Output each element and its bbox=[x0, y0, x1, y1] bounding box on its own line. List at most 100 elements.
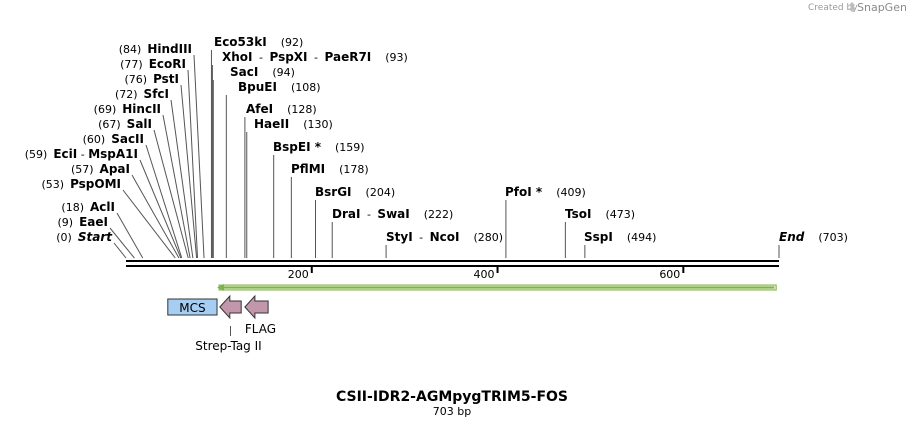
enzyme-site[interactable]: (57) ApaI bbox=[71, 162, 180, 259]
enzyme-name: - bbox=[77, 148, 88, 161]
enzyme-name: HindIII bbox=[147, 42, 192, 56]
enzyme-site[interactable]: (77)EcoRI bbox=[120, 57, 199, 259]
enzyme-site[interactable]: (60)SacII bbox=[83, 132, 183, 259]
enzyme-site[interactable]: End(703) bbox=[778, 230, 848, 258]
flag-feature[interactable] bbox=[244, 294, 269, 320]
enzyme-site[interactable]: DraI - SwaI(222) bbox=[331, 207, 453, 258]
enzyme-site[interactable]: (67)SalI bbox=[98, 117, 189, 259]
site-connector bbox=[187, 69, 199, 259]
enzyme-name: StyI bbox=[386, 230, 413, 244]
site-connector bbox=[162, 114, 191, 259]
enzyme-site[interactable]: (72)SfcI bbox=[115, 87, 194, 259]
enzyme-site-label: (60)SacII bbox=[83, 132, 144, 146]
site-position: (92) bbox=[281, 36, 304, 49]
map-title: CSII-IDR2-AGMpygTRIM5-FOS bbox=[336, 389, 568, 405]
enzyme-name: PspOMI bbox=[70, 177, 121, 191]
site-position: (108) bbox=[291, 81, 321, 94]
map-length: 703 bp bbox=[433, 405, 471, 418]
enzyme-name: PflMI bbox=[291, 162, 325, 176]
site-connector bbox=[170, 99, 194, 259]
enzyme-name: End bbox=[779, 230, 805, 244]
site-connector bbox=[109, 227, 135, 259]
enzyme-site[interactable]: BpuEI (108) bbox=[225, 80, 321, 258]
enzyme-site-label: BsrGI(204) bbox=[315, 185, 395, 199]
site-connector bbox=[139, 159, 182, 259]
enzyme-site[interactable]: HaeII(130) bbox=[246, 117, 333, 258]
enzyme-name: - bbox=[311, 51, 322, 64]
enzyme-name: - bbox=[256, 51, 267, 64]
enzyme-name: EciI bbox=[53, 147, 77, 161]
site-position: (53) bbox=[41, 178, 64, 191]
site-connector bbox=[145, 144, 183, 259]
site-position: (69) bbox=[94, 103, 117, 116]
enzyme-site[interactable]: AfeI(128) bbox=[244, 102, 317, 258]
flag-label: FLAG bbox=[245, 322, 276, 336]
tick-label: 600 bbox=[659, 268, 680, 281]
enzyme-name: PspXI bbox=[269, 50, 307, 64]
site-connector bbox=[180, 84, 198, 259]
enzyme-name: HaeII bbox=[254, 117, 289, 131]
enzyme-site-label: PfoI *(409) bbox=[505, 185, 586, 199]
enzyme-site[interactable]: StyI - NcoI(280) bbox=[385, 230, 503, 258]
site-position: (57) bbox=[71, 163, 94, 176]
site-position: (494) bbox=[627, 231, 657, 244]
enzyme-site[interactable]: (69)HincII bbox=[94, 102, 191, 259]
enzyme-site[interactable]: (53) PspOMI bbox=[41, 177, 176, 259]
enzyme-site[interactable]: (84) HindIII bbox=[119, 42, 205, 259]
credit-prefix: Created by bbox=[808, 3, 858, 13]
enzyme-name: ApaI bbox=[100, 162, 130, 176]
enzyme-name: BpuEI bbox=[238, 80, 277, 94]
enzyme-site[interactable]: Eco53kI (92) bbox=[210, 35, 303, 258]
enzyme-site-label: XhoI - PspXI - PaeR7I(93) bbox=[222, 50, 408, 64]
site-connector bbox=[122, 189, 176, 259]
enzyme-site-label: BspEI *(159) bbox=[273, 140, 365, 154]
site-connector bbox=[153, 129, 189, 259]
enzyme-name: SspI bbox=[584, 230, 613, 244]
enzyme-site[interactable]: (18)AclI bbox=[61, 200, 144, 259]
site-position: (60) bbox=[83, 133, 106, 146]
site-position: (18) bbox=[61, 201, 84, 214]
enzyme-site[interactable]: SspI (494) bbox=[584, 230, 656, 258]
site-position: (204) bbox=[366, 186, 396, 199]
strep-tag-feature[interactable] bbox=[219, 294, 242, 320]
enzyme-site[interactable]: PfoI *(409) bbox=[505, 185, 586, 258]
enzyme-site[interactable]: (59)EciI - MspA1I bbox=[25, 147, 182, 259]
enzyme-site-label: SacI(94) bbox=[230, 65, 295, 79]
enzyme-name: SfcI bbox=[144, 87, 169, 101]
enzyme-site[interactable]: (9)EaeI bbox=[58, 215, 135, 259]
enzyme-site[interactable]: TsoI (473) bbox=[564, 207, 635, 258]
enzyme-site[interactable]: PflMI(178) bbox=[290, 162, 369, 258]
enzyme-name: MspA1I bbox=[88, 147, 138, 161]
enzyme-site[interactable]: BsrGI(204) bbox=[314, 185, 395, 258]
site-position: (84) bbox=[119, 43, 142, 56]
site-connector bbox=[113, 242, 127, 259]
enzyme-site-label: DraI - SwaI(222) bbox=[332, 207, 453, 221]
enzyme-site-label: BpuEI (108) bbox=[238, 80, 321, 94]
enzyme-name: EcoRI bbox=[149, 57, 186, 71]
enzyme-site-label: (69)HincII bbox=[94, 102, 161, 116]
enzyme-site-label: (9)EaeI bbox=[58, 215, 109, 229]
enzyme-site[interactable]: SacI(94) bbox=[212, 65, 295, 258]
enzyme-site-label: SspI (494) bbox=[584, 230, 656, 244]
ruler-tick: 600 bbox=[659, 266, 685, 281]
enzyme-name: Eco53kI bbox=[214, 35, 267, 49]
enzyme-name: XhoI bbox=[222, 50, 253, 64]
enzyme-name: TsoI bbox=[565, 207, 591, 221]
mcs-feature[interactable] bbox=[167, 298, 218, 316]
enzyme-site-label: StyI - NcoI(280) bbox=[386, 230, 503, 244]
enzyme-site[interactable]: (0)Start bbox=[56, 230, 127, 259]
enzyme-site[interactable]: (76)PstI bbox=[124, 72, 198, 259]
enzyme-site[interactable]: BspEI *(159) bbox=[273, 140, 365, 258]
enzyme-site-label: AfeI(128) bbox=[246, 102, 317, 116]
enzyme-site-label: Eco53kI (92) bbox=[214, 35, 303, 49]
enzyme-site-label: (59)EciI - MspA1I bbox=[25, 147, 138, 161]
enzyme-name: SacI bbox=[230, 65, 258, 79]
enzyme-site[interactable]: XhoI - PspXI - PaeR7I(93) bbox=[211, 50, 408, 258]
site-position: (128) bbox=[287, 103, 317, 116]
enzyme-site-label: (67)SalI bbox=[98, 117, 152, 131]
enzyme-site-label: (77)EcoRI bbox=[120, 57, 186, 71]
site-position: (473) bbox=[605, 208, 635, 221]
tick-label: 400 bbox=[474, 268, 495, 281]
enzyme-name: - bbox=[416, 231, 427, 244]
